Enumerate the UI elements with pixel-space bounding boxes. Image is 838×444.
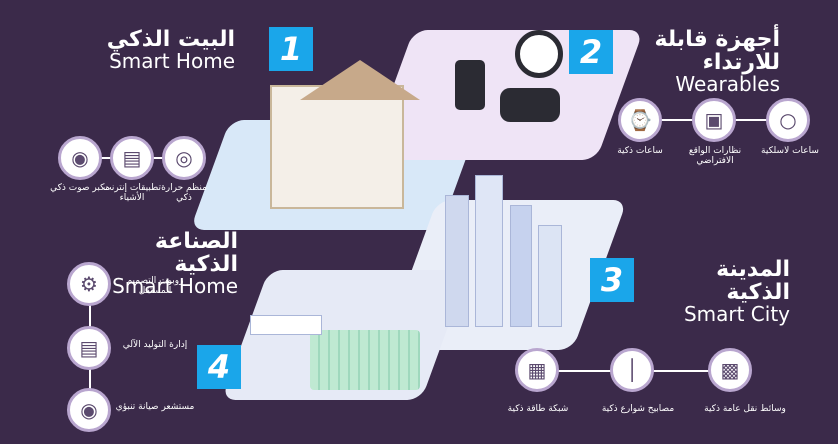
city-item-label: وسائط نقل عامة ذكية bbox=[704, 404, 786, 414]
house-illustration bbox=[270, 85, 404, 209]
smart-city-title-en: Smart City bbox=[683, 302, 790, 327]
smart-home-title-ar: البيت الذكي bbox=[106, 27, 235, 52]
smart-industry-title: الصناعة الذكية Smart Home bbox=[98, 230, 238, 297]
warehouse-bins bbox=[310, 330, 420, 390]
tablet-illustration bbox=[455, 60, 485, 110]
laptop-icon: ▤ bbox=[67, 326, 111, 370]
smart-city-title: المدينة الذكية Smart City bbox=[660, 258, 790, 325]
thermostat-icon: ◎ bbox=[162, 136, 206, 180]
city-item-label: مصابيح شوارع ذكية bbox=[601, 404, 675, 414]
bus-icon: ▩ bbox=[708, 348, 752, 392]
wearables-title-en: Wearables bbox=[675, 72, 780, 97]
vr-headset-illustration bbox=[500, 88, 560, 122]
wearables-title-ar: أجهزة قابلة للارتداء bbox=[654, 27, 780, 76]
section-number-3: 3 bbox=[590, 258, 634, 302]
industry-item-label: إدارة التوليد الآلي bbox=[122, 340, 188, 350]
street-light-icon: │ bbox=[610, 348, 654, 392]
city-tower bbox=[475, 175, 503, 327]
robot-arm-icon: ⚙ bbox=[67, 262, 111, 306]
wearable-item-label: ساعات لاسلكية bbox=[761, 146, 819, 156]
home-item-label: مكبر صوت ذكي bbox=[50, 183, 110, 193]
wearables-title: أجهزة قابلة للارتداء Wearables bbox=[620, 28, 780, 95]
city-item-label: شبكة طاقة ذكية bbox=[507, 404, 569, 414]
section-number-2: 2 bbox=[569, 30, 613, 74]
smartwatch-illustration bbox=[515, 30, 563, 78]
house-roof bbox=[300, 60, 420, 100]
city-tower bbox=[510, 205, 532, 327]
smart-city-title-ar: المدينة الذكية bbox=[716, 257, 790, 306]
appliance-icon: ▤ bbox=[110, 136, 154, 180]
industry-item-label: روبوت التصميم المستقل bbox=[126, 276, 184, 297]
wearable-item-label: نظارات الواقع الافتراضي bbox=[688, 146, 742, 167]
city-tower bbox=[445, 195, 469, 327]
section-number-4: 4 bbox=[197, 345, 241, 389]
wearable-item-label: ساعات ذكية bbox=[617, 146, 663, 156]
home-item-label: تطبيقات إنترنت الأشياء bbox=[103, 183, 161, 204]
smart-industry-title-en: Smart Home bbox=[112, 274, 238, 299]
smart-home-title-en: Smart Home bbox=[109, 49, 235, 74]
speaker-icon: ◉ bbox=[58, 136, 102, 180]
city-tower bbox=[538, 225, 562, 327]
home-item-label: منظم حرارة ذكي bbox=[161, 183, 207, 204]
power-grid-icon: ▦ bbox=[515, 348, 559, 392]
industry-item-label: مستشعر صيانة تنبؤي bbox=[115, 402, 195, 412]
smartwatch-icon: ⌚ bbox=[618, 98, 662, 142]
earbuds-icon: ○ bbox=[766, 98, 810, 142]
smart-industry-title-ar: الصناعة الذكية bbox=[154, 229, 238, 278]
vr-headset-icon: ▣ bbox=[692, 98, 736, 142]
section-number-1: 1 bbox=[269, 27, 313, 71]
assembly-line bbox=[250, 315, 322, 335]
sensor-icon: ◉ bbox=[67, 388, 111, 432]
smart-home-title: البيت الذكي Smart Home bbox=[90, 28, 235, 72]
